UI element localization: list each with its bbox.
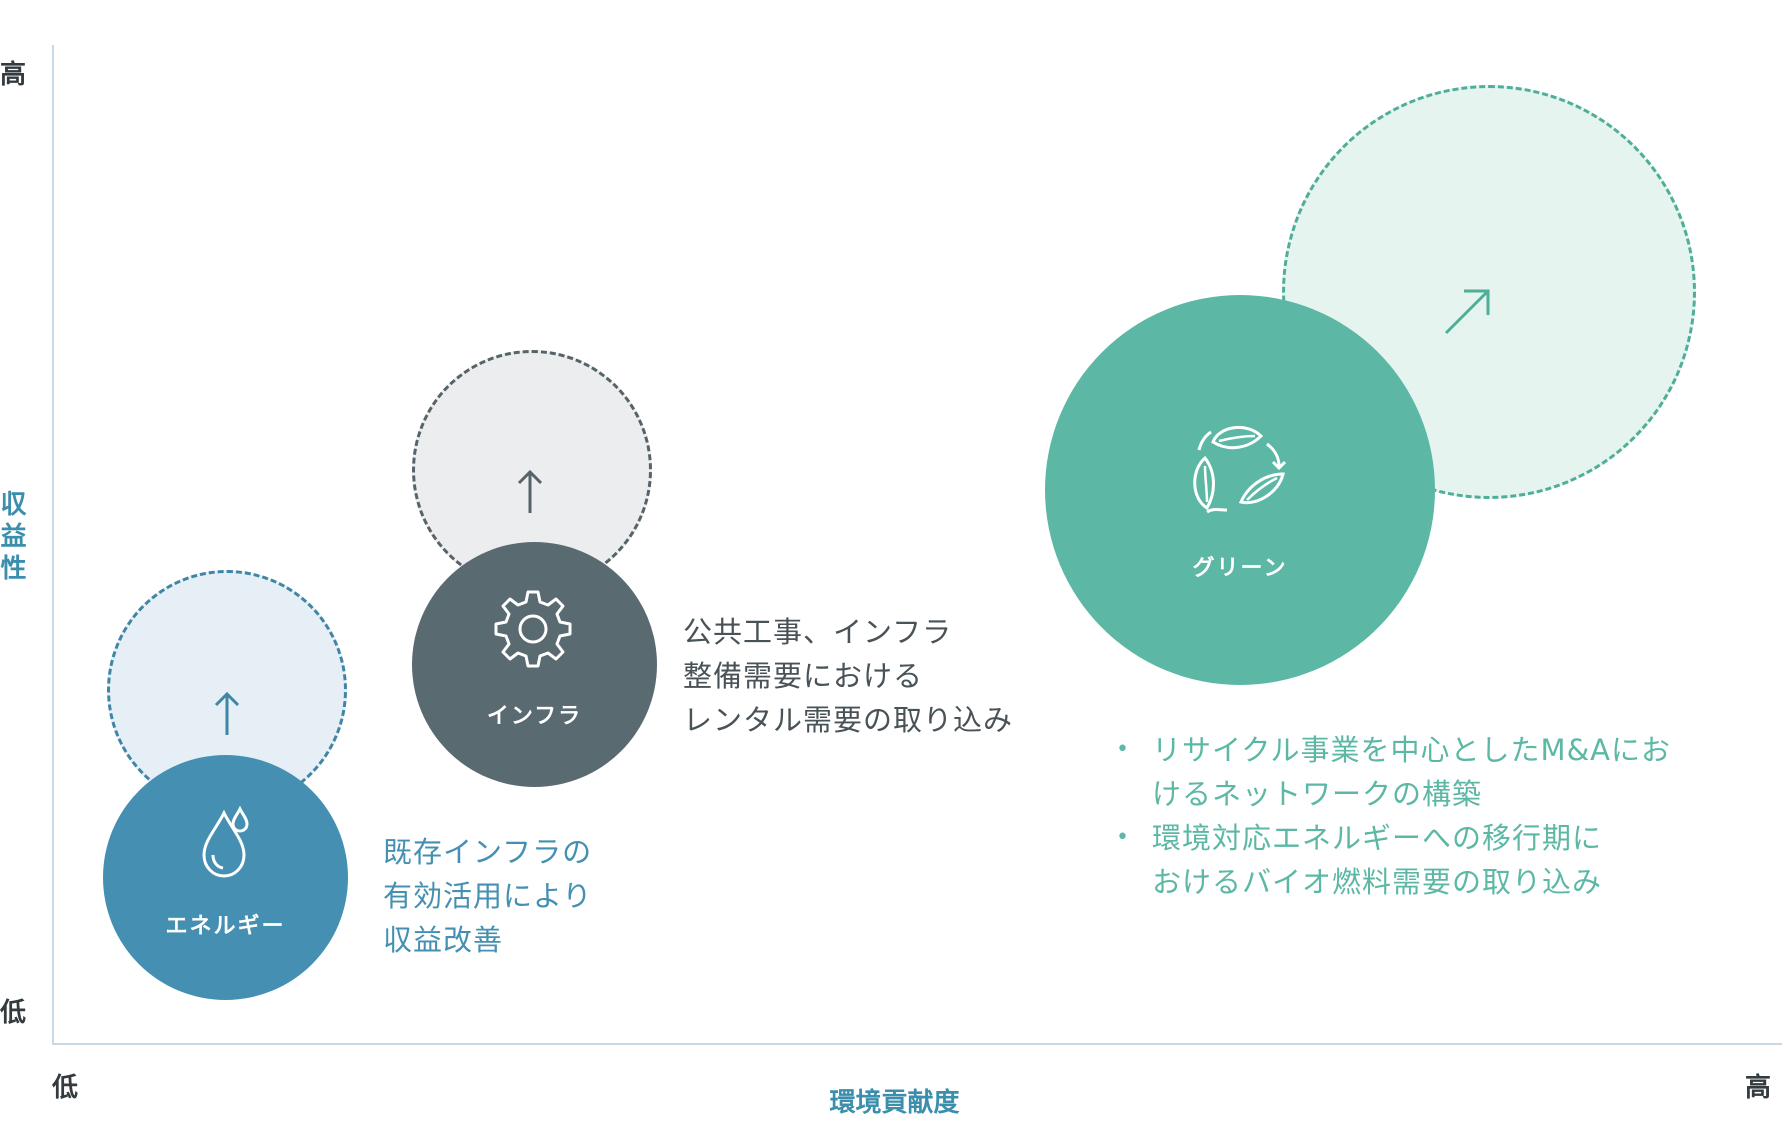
green-circle [1045, 295, 1435, 685]
green-diagonal-arrow-icon [1444, 289, 1490, 335]
green-bullet-line: リサイクル事業を中心としたM&Aにお [1152, 733, 1672, 767]
energy-description: 既存インフラの 有効活用により 収益改善 [383, 830, 592, 962]
infra-label: インフラ [486, 704, 583, 729]
x-axis-title: 環境貢献度 [829, 1088, 960, 1118]
gear-icon [494, 590, 572, 668]
energy-description-line: 収益改善 [383, 923, 504, 957]
water-drop-icon [202, 805, 249, 878]
x-axis-low-label: 低 [52, 1073, 79, 1103]
infra-description-line: 整備需要における [683, 659, 924, 693]
recycle-leaves-icon [1193, 425, 1287, 514]
green-bullet-list: • リサイクル事業を中心としたM&Aにお けるネットワークの構築 • 環境対応エ… [1112, 728, 1671, 904]
bullet-dot-icon: • [1116, 825, 1130, 850]
energy-label: エネルギー [165, 914, 286, 939]
infra-description-line: レンタル需要の取り込み [683, 703, 1014, 737]
x-axis-high-label: 高 [1745, 1073, 1772, 1103]
energy-up-arrow-icon [214, 691, 240, 735]
bullet-dot-icon: • [1116, 737, 1130, 762]
energy-circle [103, 755, 348, 1000]
green-bullet-item: • リサイクル事業を中心としたM&Aにお けるネットワークの構築 [1112, 728, 1671, 816]
y-axis-title: 収益性 [0, 490, 26, 586]
green-bullet-line: 環境対応エネルギーへの移行期に [1152, 821, 1603, 855]
green-bullet-item: • 環境対応エネルギーへの移行期に おけるバイオ燃料需要の取り込み [1112, 816, 1671, 904]
x-axis-line [52, 1043, 1782, 1045]
y-axis-line [52, 45, 54, 1045]
green-label: グリーン [1192, 556, 1288, 581]
green-bullet-line: けるネットワークの構築 [1152, 777, 1483, 811]
infra-description-line: 公共工事、インフラ [683, 615, 953, 649]
infra-description: 公共工事、インフラ 整備需要における レンタル需要の取り込み [683, 610, 1013, 742]
infra-up-arrow-icon [517, 469, 543, 513]
energy-description-line: 有効活用により [383, 879, 593, 913]
green-bullet-line: おけるバイオ燃料需要の取り込み [1152, 865, 1603, 899]
y-axis-high-label: 高 [0, 60, 27, 90]
energy-description-line: 既存インフラの [383, 835, 593, 869]
y-axis-low-label: 低 [0, 998, 27, 1028]
